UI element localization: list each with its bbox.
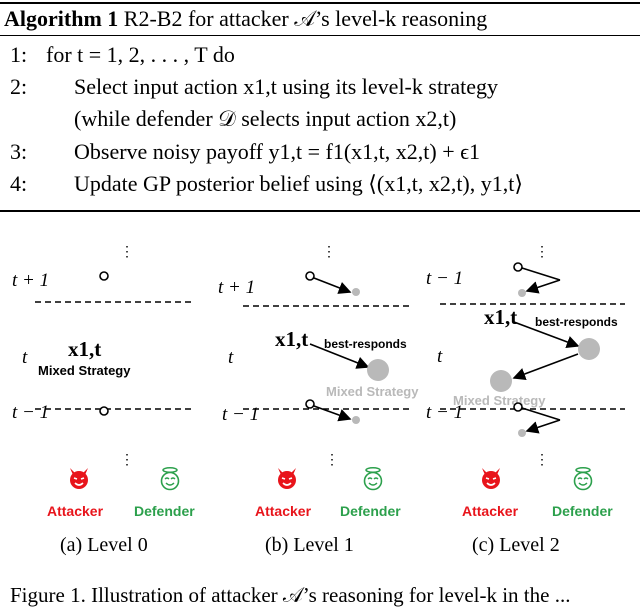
bottom-rule (0, 210, 640, 212)
line-text: Observe noisy payoff y1,t = f1(x1,t, x2,… (74, 139, 481, 164)
response-node (352, 416, 360, 424)
devil-icon (482, 468, 500, 489)
response-arrow-lower (512, 353, 579, 381)
ellipsis-bottom: ⋮ (535, 453, 549, 468)
row-label: t (437, 346, 443, 367)
action-node (513, 262, 523, 272)
line-text: (while defender 𝒟 selects input action x… (74, 106, 457, 131)
agents-row: Attacker Defender Attacker Defender Atta… (47, 467, 613, 519)
row-label: t − 1 (426, 268, 463, 289)
panel-level-2: ⋮ t − 1 x1,t best-responds t Mixed Strat… (426, 245, 625, 468)
response-node (352, 288, 360, 296)
algorithm-caption: R2-B2 for attacker 𝒜’s level-k reasoning (123, 6, 488, 31)
action-node (305, 399, 315, 409)
response-arrow (525, 279, 561, 294)
row-label: t + 1 (218, 277, 255, 298)
row-label: t (228, 347, 234, 368)
line-text: Select input action x1,t using its level… (74, 74, 499, 99)
response-line (521, 407, 561, 421)
mixed-strategy-label: Mixed Strategy (38, 363, 131, 378)
line-number: 4: (10, 171, 28, 196)
top-rule (0, 2, 640, 4)
line-text: for t = 1, 2, . . . , T do (46, 42, 235, 67)
line-number: 2: (10, 74, 28, 99)
devil-icon (70, 468, 88, 489)
mixed-strategy-node (367, 359, 389, 381)
line-number: 3: (10, 139, 28, 164)
line-text: Update GP posterior belief using ⟨(x1,t,… (74, 171, 523, 196)
title-rule (0, 35, 640, 36)
row-label: t + 1 (12, 270, 49, 291)
best-responds-label: best-responds (535, 315, 618, 329)
angel-icon (160, 467, 180, 491)
mixed-strategy-node-upper (578, 338, 600, 360)
action-node (99, 406, 109, 416)
response-node (518, 429, 526, 437)
attacker-label: Attacker (462, 503, 519, 519)
subcaption-a: (a) Level 0 (60, 534, 148, 556)
mixed-strategy-label: Mixed Strategy (453, 393, 546, 408)
best-response-arrow (513, 321, 580, 349)
response-arrow (313, 277, 352, 294)
subcaption-b: (b) Level 1 (265, 534, 354, 556)
row-label: t − 1 (222, 404, 259, 425)
action-node (99, 271, 109, 281)
row-label: t − 1 (426, 402, 463, 423)
row-label: t (22, 347, 28, 368)
mixed-strategy-node-lower (490, 370, 512, 392)
subcaption-c: (c) Level 2 (472, 534, 560, 556)
response-node (518, 289, 526, 297)
best-response-arrow (309, 343, 370, 369)
action-node (305, 271, 315, 281)
panel-level-1: ⋮ t + 1 x1,t best-responds t Mixed Strat… (218, 245, 419, 468)
response-line (521, 267, 561, 281)
level-k-figure: ⋮ t + 1 t x1,t Mixed Strategy t − 1 ⋮ ⋮ … (12, 245, 625, 519)
algorithm-label: Algorithm 1 (4, 6, 119, 31)
row-label: t − 1 (12, 402, 49, 423)
action-node (513, 402, 523, 412)
action-math: x1,t (68, 337, 101, 361)
attacker-label: Attacker (255, 503, 312, 519)
ellipsis-top: ⋮ (535, 245, 549, 260)
action-math: x1,t (275, 327, 308, 351)
ellipsis-bottom: ⋮ (325, 453, 339, 468)
figure-caption: Figure 1. Illustration of attacker 𝒜’s r… (10, 583, 571, 607)
mixed-strategy-label: Mixed Strategy (326, 384, 419, 399)
best-responds-label: best-responds (324, 337, 407, 351)
ellipsis-bottom: ⋮ (120, 453, 134, 468)
angel-icon (573, 467, 593, 491)
defender-label: Defender (340, 503, 401, 519)
response-arrow (525, 419, 561, 434)
line-number: 1: (10, 42, 28, 67)
angel-icon (363, 467, 383, 491)
ellipsis-top: ⋮ (322, 245, 336, 260)
algorithm-title: Algorithm 1 R2-B2 for attacker 𝒜’s level… (4, 6, 487, 32)
action-math: x1,t (484, 305, 517, 329)
panel-level-0: ⋮ t + 1 t x1,t Mixed Strategy t − 1 ⋮ (12, 245, 195, 468)
devil-icon (278, 468, 296, 489)
defender-label: Defender (552, 503, 613, 519)
response-arrow (313, 405, 352, 422)
attacker-label: Attacker (47, 503, 104, 519)
ellipsis-top: ⋮ (120, 245, 134, 260)
defender-label: Defender (134, 503, 195, 519)
